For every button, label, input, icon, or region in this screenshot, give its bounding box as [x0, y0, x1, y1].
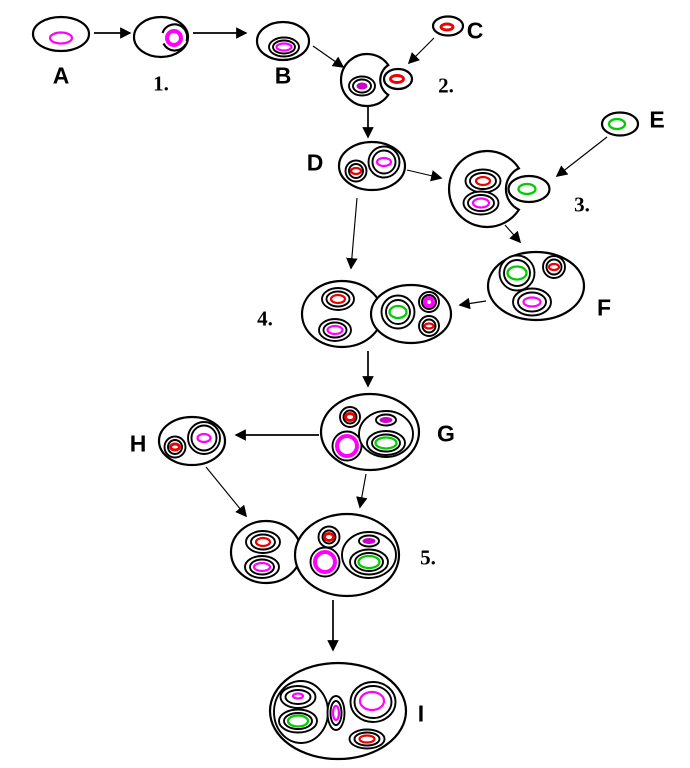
cell-c — [431, 15, 465, 37]
arrow-d-to-4 — [346, 197, 358, 270]
label-cell-a: A — [52, 62, 70, 89]
label-cell-c: C — [466, 17, 484, 44]
magenta-organelle — [187, 421, 221, 455]
plastid-compartment — [341, 531, 397, 579]
label-cell-g: G — [437, 420, 455, 447]
arrow-e-to-3 — [555, 136, 608, 177]
label-cell-h: H — [129, 430, 147, 457]
arrow-d-to-3 — [406, 169, 443, 182]
cell-h — [157, 415, 227, 467]
magenta-organelle — [244, 555, 280, 579]
magenta-organelle — [367, 145, 401, 179]
red-organelle — [339, 406, 361, 428]
label-step-2: 2. — [438, 73, 454, 98]
cell-b — [255, 20, 311, 62]
label-cell-b: B — [274, 62, 292, 89]
magenta-organelle — [318, 318, 352, 342]
cells-step5 — [229, 512, 401, 598]
arrow-c-to-2 — [407, 37, 435, 65]
label-cell-e: E — [649, 106, 665, 133]
arrow-f-to-4 — [458, 297, 487, 310]
red-organelle — [542, 255, 566, 279]
label-step-3: 3. — [574, 192, 590, 217]
small-magenta-organelle — [418, 291, 440, 313]
cell-step3 — [447, 149, 551, 229]
arrows — [94, 27, 608, 652]
small-red-organelle — [317, 525, 341, 549]
green-body — [607, 117, 627, 131]
label-step-4: 4. — [257, 306, 273, 331]
cell-a — [31, 15, 91, 53]
cell-e — [600, 111, 640, 137]
magenta-nucleus — [331, 430, 363, 462]
arrow-h-to-5 — [205, 466, 248, 518]
magenta-organelle — [512, 287, 552, 317]
cell-step2 — [339, 52, 414, 108]
red-organelle — [348, 728, 386, 750]
label-cell-i: I — [417, 700, 425, 727]
red-organelle — [163, 435, 187, 459]
engulfing-membrane-arcs — [161, 23, 189, 52]
label-cell-f: F — [596, 294, 612, 321]
green-organelle — [498, 254, 536, 292]
magenta-organelle — [268, 36, 300, 58]
arrow-3-to-f — [504, 224, 522, 244]
small-red-organelle — [418, 315, 440, 337]
magenta-organelle — [462, 190, 500, 216]
red-organelle — [344, 159, 368, 183]
green-cell-being-engulfed — [507, 174, 551, 204]
cells-step4 — [300, 279, 453, 349]
cell-f — [486, 250, 586, 322]
magenta-organelle — [348, 75, 376, 97]
label-step-5: 5. — [420, 545, 436, 570]
arrow-b-to-2 — [312, 45, 345, 68]
magenta-endosymbiont — [165, 29, 183, 47]
red-organelle — [321, 287, 355, 311]
cell-i — [268, 661, 408, 761]
large-magenta-organelle — [349, 681, 397, 723]
left-compartment — [273, 680, 329, 744]
cell-d — [337, 140, 407, 192]
green-organelle — [380, 294, 416, 330]
magenta-capsule-organelle — [326, 695, 346, 731]
plastid-compartment — [358, 410, 414, 458]
arrow-g-to-5 — [356, 473, 368, 509]
label-cell-d: D — [306, 149, 324, 176]
red-body — [439, 22, 455, 32]
red-cell-being-engulfed — [382, 67, 414, 91]
red-organelle — [464, 168, 502, 194]
magenta-nucleus — [309, 546, 341, 578]
cell-step1 — [132, 15, 190, 59]
cell-g — [319, 392, 421, 472]
magenta-organelle — [48, 31, 74, 45]
label-step-1: 1. — [153, 71, 169, 96]
red-organelle — [245, 530, 281, 554]
